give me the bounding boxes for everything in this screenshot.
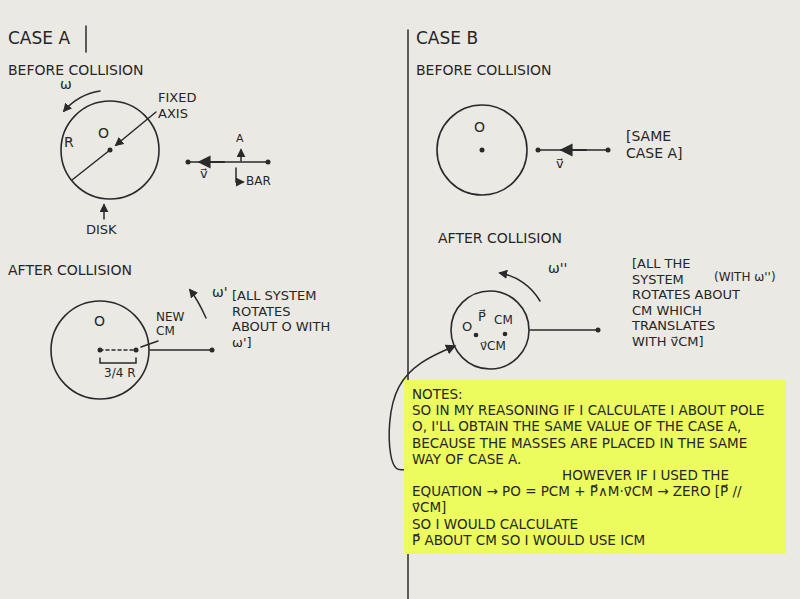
point-label: O xyxy=(94,314,105,329)
point-label: P⃗ xyxy=(478,310,486,324)
sketch-label: v⃗ xyxy=(200,166,208,182)
sketch-label: FIXED AXIS xyxy=(158,90,212,121)
axis-dot xyxy=(108,148,113,153)
axis-dot xyxy=(98,348,103,353)
rod-end-dot xyxy=(210,348,215,353)
sketch-label: CASE B xyxy=(416,28,478,48)
radius-line xyxy=(72,150,110,180)
disk-circle: O P⃗ CM v⃗CM xyxy=(450,290,530,370)
offset-line xyxy=(100,349,136,351)
bar-rod xyxy=(530,329,598,331)
sketch-label: BAR xyxy=(246,174,271,188)
notes-highlight: NOTES:SO IN MY REASONING IF I CALCULATE … xyxy=(404,380,786,554)
dots xyxy=(98,148,611,353)
sketch-label: [ALL SYSTEM ROTATES ABOUT O WITH ω'] xyxy=(232,288,332,350)
point-label: O xyxy=(98,126,109,141)
sketch-label: (WITH ω'') xyxy=(714,270,776,284)
rotation-arrow xyxy=(190,290,206,318)
heading-bar xyxy=(85,26,87,52)
leader-arrow xyxy=(103,205,105,219)
point-arrow xyxy=(240,150,242,161)
sketch-label: DISK xyxy=(86,222,117,238)
sketch-label: AFTER COLLISION xyxy=(8,262,132,279)
sketch-label: ω' xyxy=(212,284,228,301)
velocity-arrow xyxy=(200,161,224,163)
notes-text: SO IN MY REASONING IF I CALCULATE I ABOU… xyxy=(412,402,778,467)
disk-circle-outline xyxy=(61,101,159,199)
notes-heading: NOTES: xyxy=(412,386,778,402)
disk-circle: O xyxy=(436,104,528,196)
disk-circle: O xyxy=(50,300,150,400)
sketch-label: BEFORE COLLISION xyxy=(416,62,552,79)
center-dot xyxy=(480,148,485,153)
rotation-arrow xyxy=(64,91,100,111)
bar-rod xyxy=(188,161,268,163)
point-label: CM xyxy=(494,314,513,327)
sketch-label: AFTER COLLISION xyxy=(438,230,562,247)
sketch-label: A xyxy=(236,132,244,145)
point-label: O xyxy=(462,320,472,334)
sketch-label: [SAME CASE A] xyxy=(626,128,702,162)
dimension-bracket xyxy=(100,358,136,363)
sketch-label: CASE A xyxy=(8,28,70,48)
center-dot xyxy=(474,333,479,338)
rod-end-dot xyxy=(266,160,271,165)
sketch-label: 3/4 R xyxy=(104,366,135,380)
cm-dot xyxy=(134,348,139,353)
rod-end-dot xyxy=(186,160,191,165)
rod-end-dot xyxy=(536,148,541,153)
rod-end-dot xyxy=(596,328,601,333)
sketch-label: R xyxy=(64,134,74,151)
sketch-label: NEW CM xyxy=(156,310,196,339)
disk-outline xyxy=(60,100,160,200)
bar-rod xyxy=(150,349,212,351)
sketch-label: BEFORE COLLISION xyxy=(8,62,144,79)
sketch-label: ω xyxy=(60,76,72,93)
velocity-arrow xyxy=(562,149,586,151)
notes-text: HOWEVER IF I USED THE xyxy=(412,467,778,483)
point-label: O xyxy=(474,120,485,135)
sketch-label: v⃗ xyxy=(556,156,564,172)
sketch-label: ω'' xyxy=(548,260,567,277)
cm-dot xyxy=(503,332,508,337)
leader-hook xyxy=(236,168,243,182)
leader-arrow xyxy=(116,112,156,145)
notes-text: SO I WOULD CALCULATE xyxy=(412,516,778,532)
notes-text: P⃗ ABOUT CM SO I WOULD USE ICM xyxy=(412,532,778,548)
rotation-arrow xyxy=(500,273,540,301)
disk-circle: O xyxy=(60,100,160,200)
disk-outline xyxy=(436,104,528,196)
point-label: v⃗CM xyxy=(480,340,506,353)
disk-circle-outline xyxy=(437,105,527,195)
notes-text: EQUATION → PO = PCM + P⃗∧M·v⃗CM → ZERO [… xyxy=(412,483,778,515)
disk-circle-outline xyxy=(451,291,529,369)
bar-rod xyxy=(538,149,608,151)
rod-end-dot xyxy=(606,148,611,153)
disk-circle-outline xyxy=(51,301,149,399)
